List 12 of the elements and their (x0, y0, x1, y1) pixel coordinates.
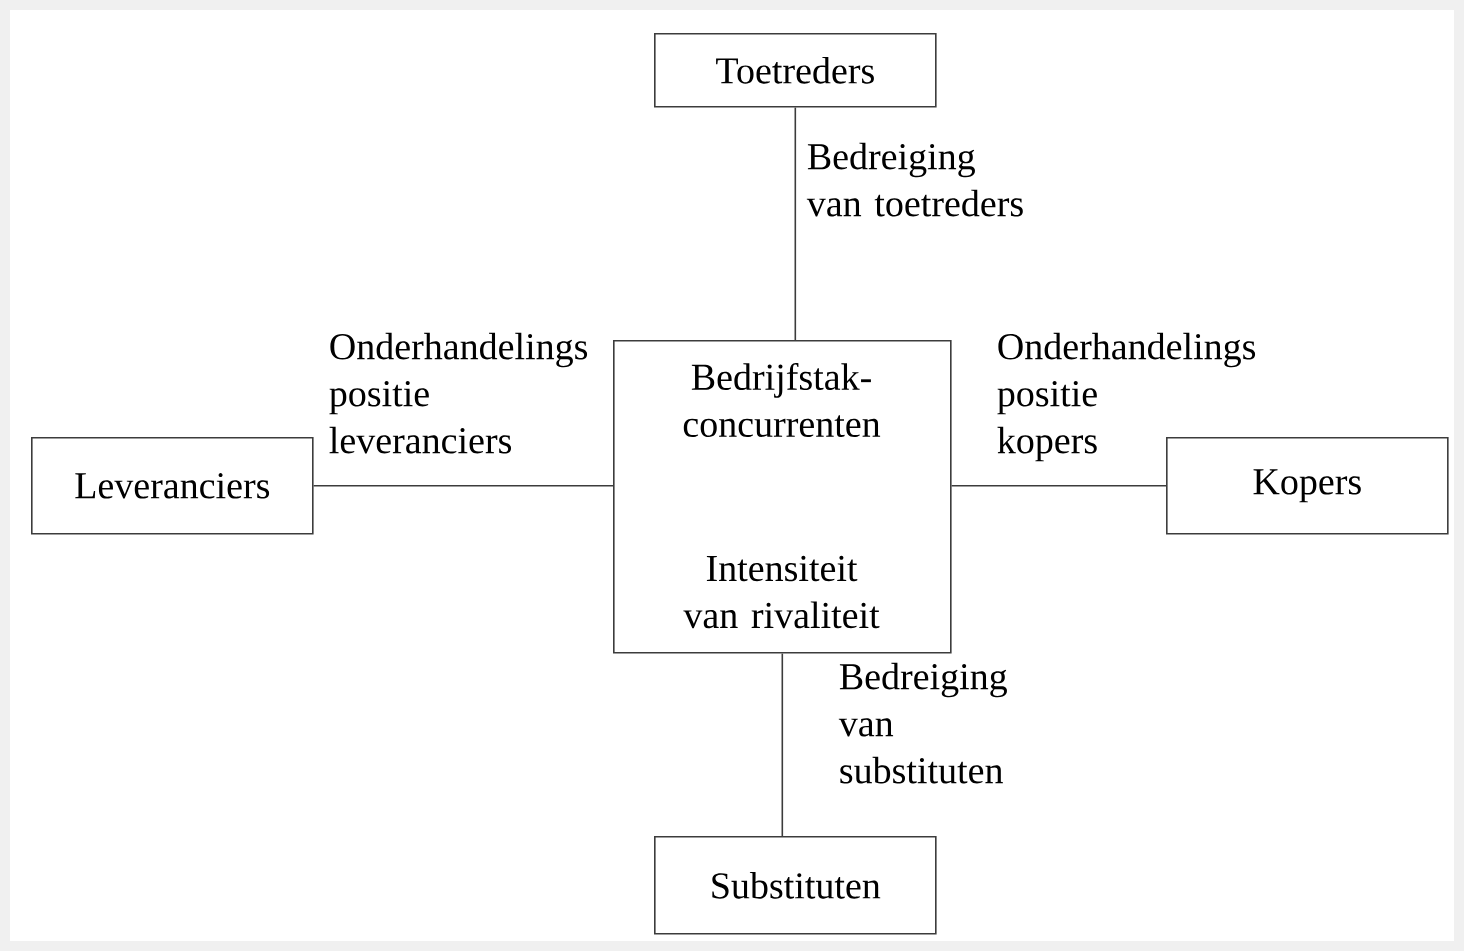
process-box: Leveranciers (31, 437, 314, 535)
connector-line (794, 106, 797, 341)
process-box: Toetreders (654, 33, 937, 108)
connector-line (781, 652, 784, 837)
process-box: Substituten (654, 836, 937, 935)
edge-label: Onderhandelings positie leveranciers (329, 332, 588, 454)
connector-line (312, 485, 614, 487)
process-box: Bedrijfstak-concurrenten Intensiteit van rivaliteit (613, 340, 952, 654)
connector-line (950, 485, 1167, 487)
edge-label: Bedreiging van substituten (838, 662, 1007, 784)
edge-label: Bedreiging van toetreders (806, 142, 1023, 217)
process-box: Kopers (1166, 437, 1449, 535)
